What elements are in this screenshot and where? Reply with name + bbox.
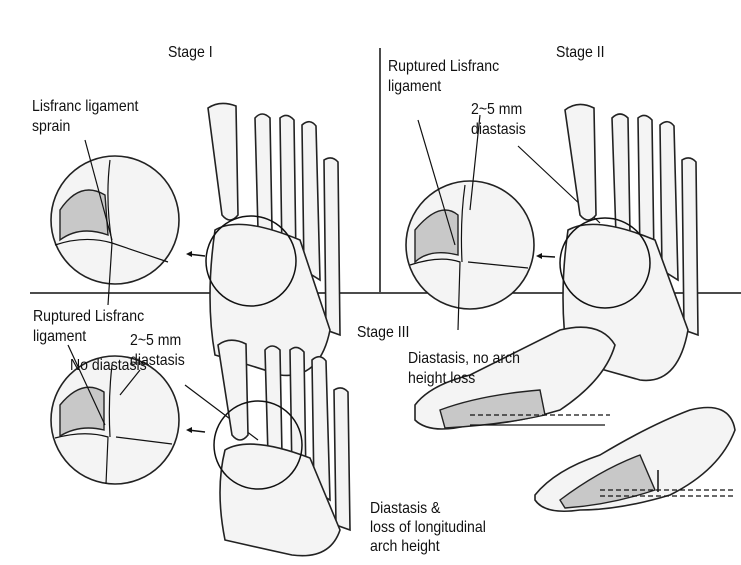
stage1-magnified-view [50, 139, 180, 306]
stage2-measure-line1: 2~5 mm [471, 101, 523, 118]
stage3-measure-line1: 2~5 mm [130, 332, 182, 349]
stage3-caption-line2: loss of longitudinal [370, 519, 486, 536]
stage2-arrow [536, 253, 556, 259]
stage1-arrow [186, 251, 206, 257]
stage1-title: Stage I [168, 44, 213, 61]
stage2-callout-line1: Ruptured Lisfranc [388, 58, 500, 75]
stage2-caption-line2: height loss [408, 370, 476, 387]
stage2-callout-line2: ligament [388, 78, 442, 95]
stage3-callout-line2: ligament [33, 328, 87, 345]
stage1-foot [205, 102, 341, 377]
stage3-measure-line2: diastasis [130, 352, 185, 369]
stage3-caption-line1: Diastasis & [370, 500, 441, 517]
stage1-callout-line1: Lisfranc ligament [32, 98, 139, 115]
stage3-foot [213, 339, 351, 557]
stage2-title: Stage II [556, 44, 605, 61]
stage3-lateral-view-normal [414, 326, 616, 430]
stage1-callout-line2: sprain [32, 118, 71, 135]
stage3-caption-line3: arch height [370, 538, 440, 555]
stage2-magnified-view [405, 114, 601, 331]
stage3-title: Stage III [357, 324, 410, 341]
stage2-measure-line2: diastasis [471, 121, 526, 138]
stage3-lateral-view-collapsed [534, 406, 736, 513]
stage2-caption-line1: Diastasis, no arch [408, 350, 520, 367]
stage3-callout-line1: Ruptured Lisfranc [33, 308, 145, 325]
stage1-caption: No diastasis [70, 357, 147, 374]
stage2-foot [559, 103, 699, 382]
stage3-magnified-view [50, 344, 259, 485]
stage3-arrow [186, 427, 206, 433]
